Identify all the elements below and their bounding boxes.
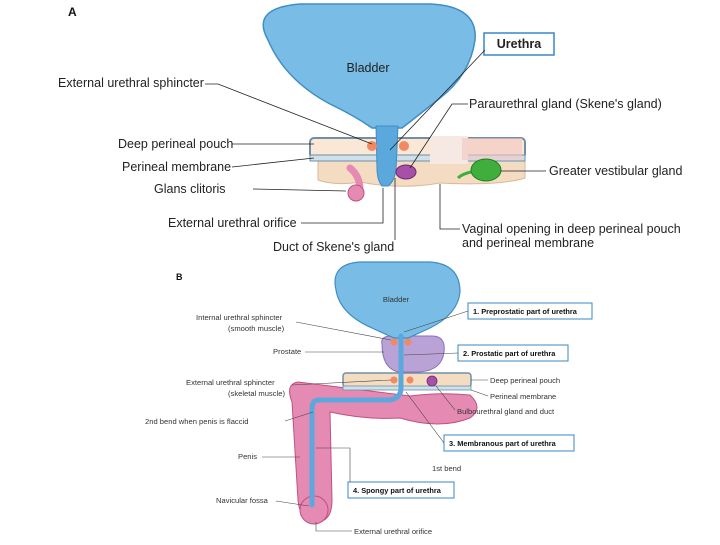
a-label-paraurethral: Paraurethral gland (Skene's gland) bbox=[469, 97, 662, 111]
a-urethra-box bbox=[483, 32, 555, 56]
a-greater-vestibular-gland bbox=[470, 158, 502, 182]
a-label-deep-pouch: Deep perineal pouch bbox=[118, 137, 233, 151]
b-perineal-membrane bbox=[342, 385, 472, 391]
a-bladder-label: Bladder bbox=[346, 61, 389, 75]
b-label-deep-pouch: Deep perineal pouch bbox=[490, 376, 560, 385]
b-label-ext-sphincter-2: (skeletal muscle) bbox=[228, 389, 285, 398]
b-box-spongy-label: 4. Spongy part of urethra bbox=[353, 486, 442, 495]
a-vaginal-gap bbox=[430, 136, 468, 164]
a-label-ext-sphincter: External urethral sphincter bbox=[58, 76, 204, 90]
a-label-ext-orifice: External urethral orifice bbox=[168, 216, 297, 230]
a-sphincter-left bbox=[367, 141, 377, 151]
b-label-perineal-membrane: Perineal membrane bbox=[490, 392, 556, 401]
panel-b-letter: B bbox=[176, 272, 183, 282]
a-label-glans-clitoris: Glans clitoris bbox=[154, 182, 226, 196]
b-label-bulbourethral: Bulbourethral gland and duct bbox=[457, 407, 555, 416]
a-bladder bbox=[262, 3, 476, 129]
b-bladder bbox=[334, 261, 461, 339]
b-box-membranous-label: 3. Membranous part of urethra bbox=[449, 439, 557, 448]
b-label-int-sphincter-1: Internal urethral sphincter bbox=[196, 313, 283, 322]
a-vestibular-duct bbox=[456, 170, 472, 180]
a-perineal-membrane bbox=[309, 154, 526, 162]
a-skene-gland bbox=[395, 164, 417, 180]
a-glans-clitoris bbox=[347, 184, 365, 202]
b-bulbourethral-gland bbox=[426, 375, 438, 387]
a-label-perineal-membrane: Perineal membrane bbox=[122, 160, 231, 174]
a-label-duct-skene: Duct of Skene's gland bbox=[273, 240, 394, 254]
a-vaginal-soft bbox=[462, 138, 522, 160]
b-urethra bbox=[309, 333, 404, 508]
b-box-spongy bbox=[347, 481, 455, 499]
a-urethra bbox=[375, 125, 399, 187]
b-label-second-bend: 2nd bend when penis is flaccid bbox=[145, 417, 248, 426]
b-int-sphincter-right bbox=[404, 338, 412, 346]
a-label-vaginal-1: Vaginal opening in deep perineal pouch bbox=[462, 222, 681, 236]
b-label-int-sphincter-2: (smooth muscle) bbox=[228, 324, 285, 333]
b-bladder-label: Bladder bbox=[383, 295, 410, 304]
b-penis-body bbox=[289, 381, 478, 523]
b-int-sphincter-left bbox=[390, 338, 398, 346]
a-urethra-box-label: Urethra bbox=[497, 37, 543, 51]
b-label-ext-sphincter-1: External urethral sphincter bbox=[186, 378, 275, 387]
b-label-navicular: Navicular fossa bbox=[216, 496, 269, 505]
a-label-greater-vestibular: Greater vestibular gland bbox=[549, 164, 682, 178]
a-label-vaginal-2: and perineal membrane bbox=[462, 236, 594, 250]
b-ext-sphincter-left bbox=[390, 376, 398, 384]
b-ext-sphincter-right bbox=[406, 376, 414, 384]
a-perineal-tissue bbox=[317, 154, 526, 187]
b-label-first-bend: 1st bend bbox=[432, 464, 461, 473]
b-prostate bbox=[381, 335, 445, 373]
panel-a-letter: A bbox=[68, 5, 77, 19]
b-box-prostatic-label: 2. Prostatic part of urethra bbox=[463, 349, 556, 358]
a-sphincter-right bbox=[399, 141, 409, 151]
b-box-preprostatic-label: 1. Preprostatic part of urethra bbox=[473, 307, 578, 316]
b-label-penis: Penis bbox=[238, 452, 257, 461]
b-label-prostate: Prostate bbox=[273, 347, 301, 356]
b-label-ext-orifice: External urethral orifice bbox=[354, 527, 432, 536]
